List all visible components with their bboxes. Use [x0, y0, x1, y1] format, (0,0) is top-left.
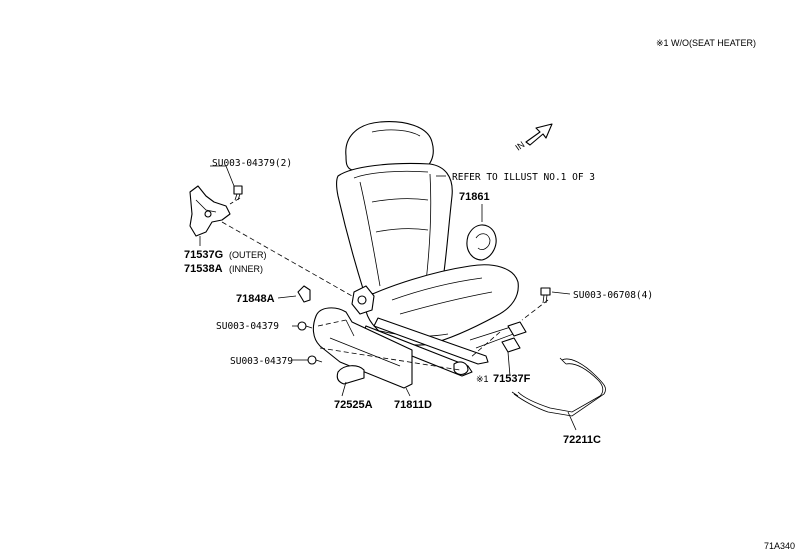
side-shield-part: [312, 307, 413, 389]
label-hinge-outer: 71537G: [184, 249, 223, 261]
seat-heater-note: ※1 W/O(SEAT HEATER): [656, 38, 756, 48]
heater-part: [501, 337, 521, 353]
refer-text: REFER TO ILLUST NO.1 OF 3: [452, 172, 595, 183]
label-heater-part: 71537F: [493, 373, 531, 385]
label-hinge-inner-desc: (INNER): [229, 264, 263, 274]
diagram-id: 71A340: [764, 541, 795, 551]
label-heater-note-prefix: ※1: [476, 374, 489, 384]
label-clip: 71848A: [236, 293, 275, 305]
label-seat-back-part: 71861: [459, 191, 490, 203]
label-shield: 71811D: [394, 399, 432, 411]
label-hinge-inner: 71538A: [184, 263, 223, 275]
wire-frame-part: [511, 357, 606, 417]
bolt-icon: [307, 355, 323, 365]
label-bolt-right: SU003-06708(4): [573, 290, 653, 301]
bolt-icon: [233, 185, 243, 201]
direction-label: IN: [513, 139, 526, 152]
seat-rail-illustration: [351, 285, 527, 377]
label-bolt-mid-left: SU003-04379: [216, 321, 279, 332]
label-cover-knob: 72525A: [334, 399, 373, 411]
direction-arrow-icon: [525, 123, 553, 146]
label-bolt-top-left: SU003-04379(2): [212, 158, 292, 169]
bolt-icon: [297, 321, 313, 331]
hinge-cover-part: [189, 185, 231, 237]
leader-lines: [199, 165, 577, 431]
clip-part: [297, 285, 311, 303]
seat-back-cover-part: [466, 224, 497, 261]
label-wire-frame: 72211C: [563, 434, 601, 446]
bolt-icon: [540, 287, 551, 304]
label-bolt-low-left: SU003-04379: [230, 356, 293, 367]
label-hinge-outer-desc: (OUTER): [229, 250, 267, 260]
seat-cushion-illustration: [364, 264, 519, 346]
cover-knob-part: [336, 365, 365, 385]
seat-back-illustration: [335, 121, 453, 296]
